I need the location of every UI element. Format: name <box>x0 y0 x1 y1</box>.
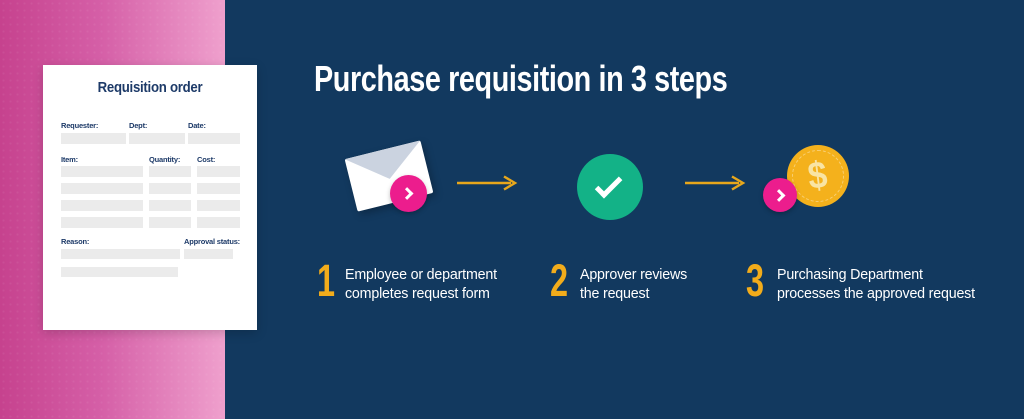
flow-arrow-icon <box>457 175 518 191</box>
form-field-placeholder <box>197 200 240 211</box>
chevron-right-icon <box>400 187 414 200</box>
field-label-dept: Dept: <box>129 121 148 130</box>
flow-arrow-icon <box>685 175 746 191</box>
step-2-number: 2 <box>550 255 569 306</box>
step-3-line-2: processes the approved request <box>777 285 975 302</box>
step-1-line-1: Employee or department <box>345 266 497 283</box>
field-label-approval: Approval status: <box>184 237 240 246</box>
dollar-coin-icon: $ <box>787 145 849 207</box>
form-field-placeholder <box>197 217 240 228</box>
step-3-line-1: Purchasing Department <box>777 266 923 283</box>
step-3-caption: Purchasing Department processes the appr… <box>777 265 975 303</box>
check-circle-icon <box>577 154 643 220</box>
card-title: Requisition order <box>97 79 203 96</box>
step-2-caption: Approver reviews the request <box>580 265 687 303</box>
form-field-placeholder <box>129 133 185 144</box>
step-3-number: 3 <box>746 255 765 306</box>
form-field-placeholder <box>149 166 191 177</box>
step-2-line-1: Approver reviews <box>580 266 688 283</box>
field-label-requester: Requester: <box>61 121 99 130</box>
form-field-placeholder <box>61 183 143 194</box>
field-label-reason: Reason: <box>61 237 90 246</box>
envelope-send-icon <box>344 140 440 223</box>
form-field-placeholder <box>149 200 191 211</box>
form-field-placeholder <box>61 267 178 277</box>
form-field-placeholder <box>61 249 180 259</box>
form-field-placeholder <box>197 166 240 177</box>
form-field-placeholder <box>197 183 240 194</box>
form-field-placeholder <box>61 217 143 228</box>
process-chevron-badge <box>763 178 797 212</box>
chevron-right-icon <box>772 188 785 202</box>
step-1-line-2: completes request form <box>345 285 490 302</box>
page-title: Purchase requisition in 3 steps <box>314 58 728 99</box>
field-label-date: Date: <box>188 121 206 130</box>
send-chevron-badge <box>390 175 427 212</box>
form-field-placeholder <box>188 133 240 144</box>
field-label-item: Item: <box>61 155 78 164</box>
form-field-placeholder <box>61 133 126 144</box>
form-field-placeholder <box>61 200 143 211</box>
step-1-caption: Employee or department completes request… <box>345 265 497 303</box>
form-field-placeholder <box>184 249 233 259</box>
coin-dashed-ring <box>792 150 844 202</box>
step-2-line-2: the request <box>580 285 650 302</box>
form-field-placeholder <box>149 183 191 194</box>
step-1-number: 1 <box>317 255 336 306</box>
form-field-placeholder <box>149 217 191 228</box>
check-mark-icon <box>594 170 623 198</box>
form-field-placeholder <box>61 166 143 177</box>
requisition-order-card: Requisition order Requester: Dept: Date:… <box>43 65 257 330</box>
field-label-cost: Cost: <box>197 155 216 164</box>
field-label-quantity: Quantity: <box>149 155 181 164</box>
